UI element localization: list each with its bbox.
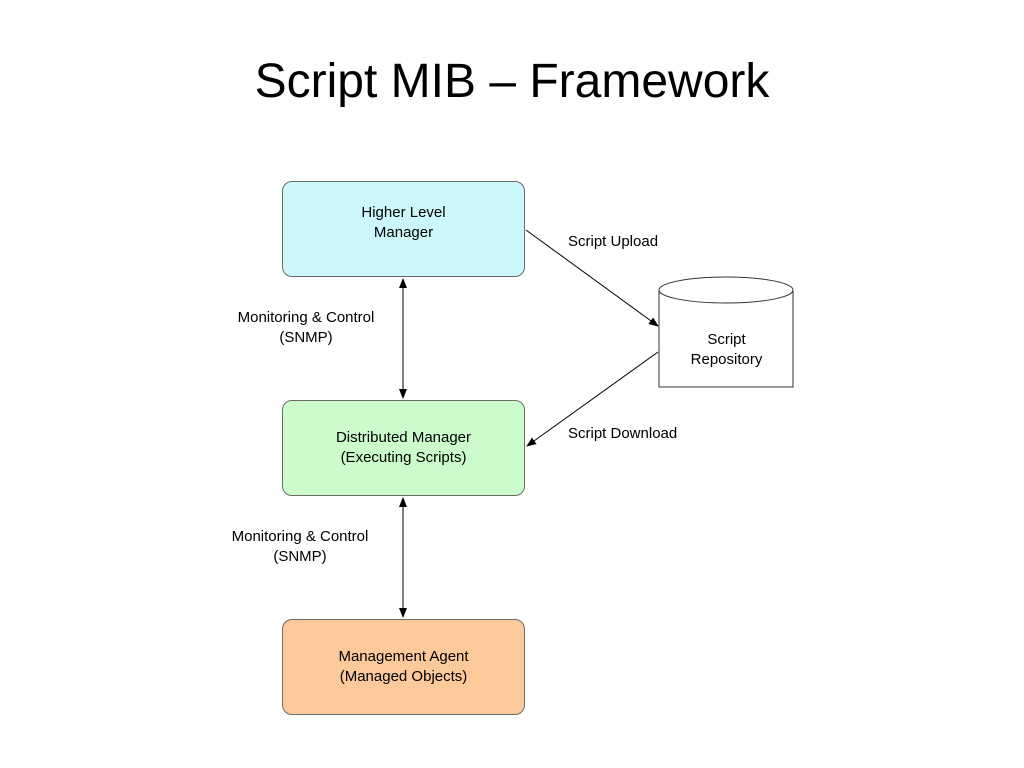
script-repository-line2: Repository [690, 351, 763, 368]
monitoring-lower-line2: (SNMP) [273, 548, 327, 565]
higher-level-manager-node: Higher Level Manager [282, 181, 525, 277]
management-agent-line2: (Managed Objects) [339, 668, 468, 685]
management-agent-line1: Management Agent [338, 648, 469, 665]
distributed-manager-line2: (Executing Scripts) [340, 449, 467, 466]
monitoring-upper-label: Monitoring & Control (SNMP) [224, 308, 388, 348]
slide-title: Script MIB – Framework [254, 55, 770, 108]
script-download-label: Script Download [568, 425, 678, 442]
repository-top [658, 276, 794, 304]
distributed-manager-line1: Distributed Manager [335, 429, 472, 446]
monitoring-upper-line2: (SNMP) [279, 329, 333, 346]
arrow-script-upload [525, 229, 659, 327]
arrow-script-download [526, 351, 659, 447]
script-repository-cylinder [658, 276, 794, 388]
script-repository-line1: Script [707, 331, 746, 348]
higher-level-manager-line2: Manager [373, 224, 434, 241]
monitoring-upper-line1: Monitoring & Control [237, 309, 375, 326]
script-repository-label: Script Repository [660, 330, 793, 370]
monitoring-lower-line1: Monitoring & Control [231, 528, 369, 545]
higher-level-manager-line1: Higher Level [361, 204, 446, 221]
script-upload-label: Script Upload [568, 233, 659, 250]
management-agent-node: Management Agent (Managed Objects) [282, 619, 525, 715]
distributed-manager-node: Distributed Manager (Executing Scripts) [282, 400, 525, 496]
monitoring-lower-label: Monitoring & Control (SNMP) [218, 527, 382, 567]
repository-body [658, 290, 794, 388]
